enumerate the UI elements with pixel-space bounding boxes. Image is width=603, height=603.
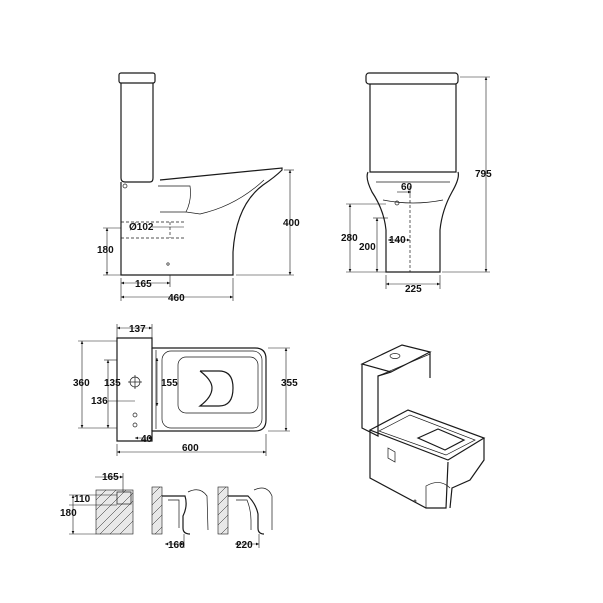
- label-d-165: 165: [102, 472, 119, 483]
- front-view: 795 60 280 200 140 225: [341, 72, 492, 295]
- label-d-110: 110: [74, 494, 91, 505]
- label-135: 135: [104, 378, 121, 389]
- label-155: 155: [161, 378, 178, 389]
- label-d-220: 220: [236, 540, 253, 551]
- label-360: 360: [73, 378, 90, 389]
- label-140: 140: [389, 235, 406, 246]
- label-200: 200: [359, 242, 376, 253]
- label-d-180: 180: [60, 508, 77, 519]
- side-view: 400 180 Ø102 165 460: [97, 72, 300, 304]
- label-dia-102: Ø102: [129, 222, 154, 233]
- label-40: 40: [141, 434, 153, 445]
- label-355: 355: [281, 378, 298, 389]
- isometric-view: [360, 344, 486, 509]
- label-60: 60: [401, 182, 413, 193]
- label-136: 136: [91, 396, 108, 407]
- connection-details: 165 110 180 160 220: [60, 472, 273, 551]
- label-165: 165: [135, 279, 152, 290]
- plan-view: 137 360 135 136 155 355 40 600: [73, 324, 298, 456]
- label-137: 137: [129, 324, 146, 335]
- label-600: 600: [182, 443, 199, 454]
- label-280: 280: [341, 233, 358, 244]
- label-400: 400: [283, 218, 300, 229]
- label-d-160: 160: [168, 540, 185, 551]
- label-795: 795: [475, 169, 492, 180]
- label-225: 225: [405, 284, 422, 295]
- label-460: 460: [168, 293, 185, 304]
- label-180: 180: [97, 245, 114, 256]
